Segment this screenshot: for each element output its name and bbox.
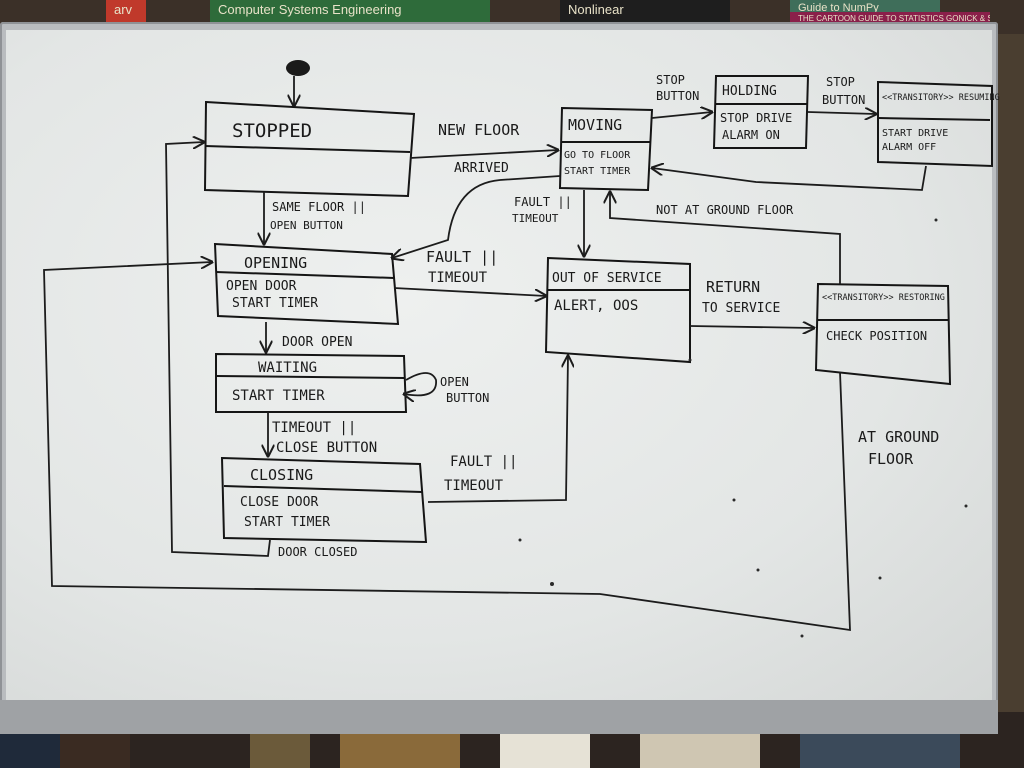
label-stop: STOP — [656, 73, 685, 87]
state-closing: CLOSING CLOSE DOOR START TIMER — [220, 456, 428, 544]
state-action: START DRIVE — [882, 128, 948, 139]
state-restoring: <<TRANSITORY>> RESTORING CHECK POSITION — [814, 282, 952, 386]
transition-labels: NEW FLOOR ARRIVED STOP BUTTON STOP BUTTO… — [270, 73, 939, 559]
right-bookshelf — [996, 34, 1024, 714]
state-stopped: STOPPED — [203, 100, 416, 198]
state-action: GO TO FLOOR — [564, 150, 631, 161]
label-not-ground: NOT AT GROUND FLOOR — [656, 203, 794, 217]
state-name: WAITING — [258, 360, 317, 376]
state-holding: HOLDING STOP DRIVE ALARM ON — [712, 75, 810, 149]
state-action: STOP DRIVE — [720, 111, 792, 125]
label-button: BUTTON — [446, 391, 489, 405]
state-name: MOVING — [568, 116, 622, 134]
state-action: ALERT, OOS — [554, 298, 638, 314]
state-name: HOLDING — [722, 84, 777, 99]
state-action: CHECK POSITION — [826, 329, 927, 343]
label-fault: FAULT || — [514, 195, 572, 209]
label-door-closed: DOOR CLOSED — [278, 545, 357, 559]
label-timeout: TIMEOUT — [444, 478, 504, 494]
label-button: BUTTON — [822, 93, 865, 107]
state-moving: MOVING GO TO FLOOR START TIMER — [558, 106, 654, 192]
label-timeout: TIMEOUT || — [272, 420, 356, 436]
state-name: STOPPED — [232, 120, 312, 142]
label-button: BUTTON — [656, 89, 699, 103]
marker-tray — [0, 700, 998, 734]
label-at-ground: AT GROUND — [858, 428, 939, 446]
label-new-floor: NEW FLOOR — [438, 121, 520, 139]
state-action: START TIMER — [564, 166, 631, 177]
state-name: <<TRANSITORY>> RESUMING — [882, 93, 1000, 103]
state-action: START TIMER — [232, 296, 318, 311]
transition-arrows — [43, 112, 927, 632]
label-open: OPEN — [440, 375, 469, 389]
label-fault: FAULT || — [426, 248, 498, 266]
label-stop: STOP — [826, 75, 855, 89]
initial-state-dot — [286, 60, 310, 106]
state-opening: OPENING OPEN DOOR START TIMER — [213, 242, 400, 326]
state-action: ALARM ON — [722, 128, 780, 142]
state-action: OPEN DOOR — [226, 279, 297, 294]
state-action: ALARM OFF — [882, 142, 936, 153]
state-out-of-service: OUT OF SERVICE ALERT, OOS — [544, 256, 691, 364]
label-floor: FLOOR — [868, 450, 914, 468]
label-to-service: TO SERVICE — [702, 301, 780, 316]
state-name: OUT OF SERVICE — [552, 271, 662, 286]
label-fault: FAULT || — [450, 454, 517, 470]
state-action: CLOSE DOOR — [240, 495, 318, 510]
label-arrived: ARRIVED — [454, 161, 509, 176]
state-action: START TIMER — [244, 515, 330, 530]
state-name: CLOSING — [250, 466, 313, 484]
label-door-open: DOOR OPEN — [282, 335, 352, 350]
label-same-floor: SAME FLOOR || — [272, 200, 366, 214]
label-timeout: TIMEOUT — [512, 212, 559, 225]
label-return: RETURN — [706, 278, 760, 296]
label-timeout: TIMEOUT — [428, 270, 488, 286]
state-name: <<TRANSITORY>> RESTORING — [822, 293, 945, 303]
state-resuming: <<TRANSITORY>> RESUMING START DRIVE ALAR… — [877, 80, 1000, 168]
state-action: START TIMER — [232, 388, 325, 404]
state-name: OPENING — [244, 254, 307, 272]
marker-specks — [518, 218, 968, 638]
label-open-button: OPEN BUTTON — [270, 219, 343, 232]
label-close-button: CLOSE BUTTON — [276, 440, 377, 456]
state-waiting: WAITING START TIMER — [215, 352, 408, 413]
